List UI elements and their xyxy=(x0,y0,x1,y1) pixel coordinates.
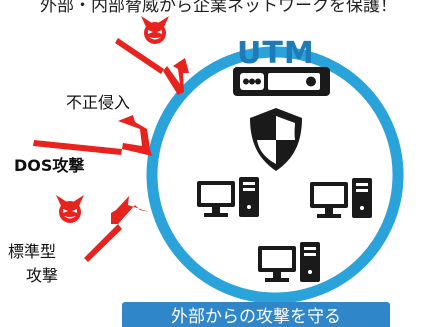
label-standard-attack-line1: 標準型 xyxy=(8,242,57,261)
protection-banner: 外部からの攻撃を守る xyxy=(122,302,390,327)
utm-device xyxy=(233,67,330,96)
devil-icon xyxy=(141,16,169,44)
top-caption: 外部・内部脅威から企業ネットワークを保護！ xyxy=(40,0,397,16)
banner-text: 外部からの攻撃を守る xyxy=(171,307,341,327)
label-dos-attack: DOS攻撃 xyxy=(14,156,85,175)
devil-icon xyxy=(56,195,84,223)
label-intrusion: 不正侵入 xyxy=(66,93,131,112)
label-standard-attack-line2: 攻撃 xyxy=(26,266,59,285)
shield-icon xyxy=(250,108,302,171)
computer-icon xyxy=(197,177,259,217)
computer-icon xyxy=(258,242,320,282)
computer-icon xyxy=(310,178,372,218)
protection-circle xyxy=(146,46,404,304)
utm-title: UTM xyxy=(237,36,315,71)
arrow-icon xyxy=(33,38,189,262)
